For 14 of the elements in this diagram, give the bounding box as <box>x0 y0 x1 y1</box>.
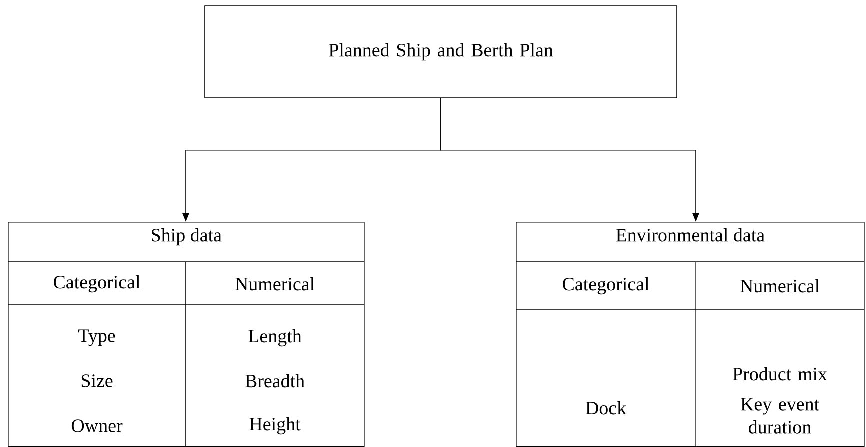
table-cell: Owner <box>72 420 123 432</box>
table-cell: Breadth <box>245 374 305 388</box>
table-cell: Categorical <box>54 275 140 293</box>
table-cell: Product mix <box>733 367 828 381</box>
table-cell: Numerical <box>235 277 315 291</box>
table-cell: Numerical <box>740 279 820 293</box>
table-cell: Key event duration <box>741 398 820 434</box>
table-cell: Type <box>78 330 116 346</box>
table-cell: Size <box>82 374 113 388</box>
title-box: Planned Ship and Berth Plan <box>204 6 678 98</box>
table-cell: Length <box>248 329 302 347</box>
table-cell: Categorical <box>563 277 650 295</box>
table-cell: Height <box>250 417 301 435</box>
table-cell: Dock <box>586 401 627 415</box>
